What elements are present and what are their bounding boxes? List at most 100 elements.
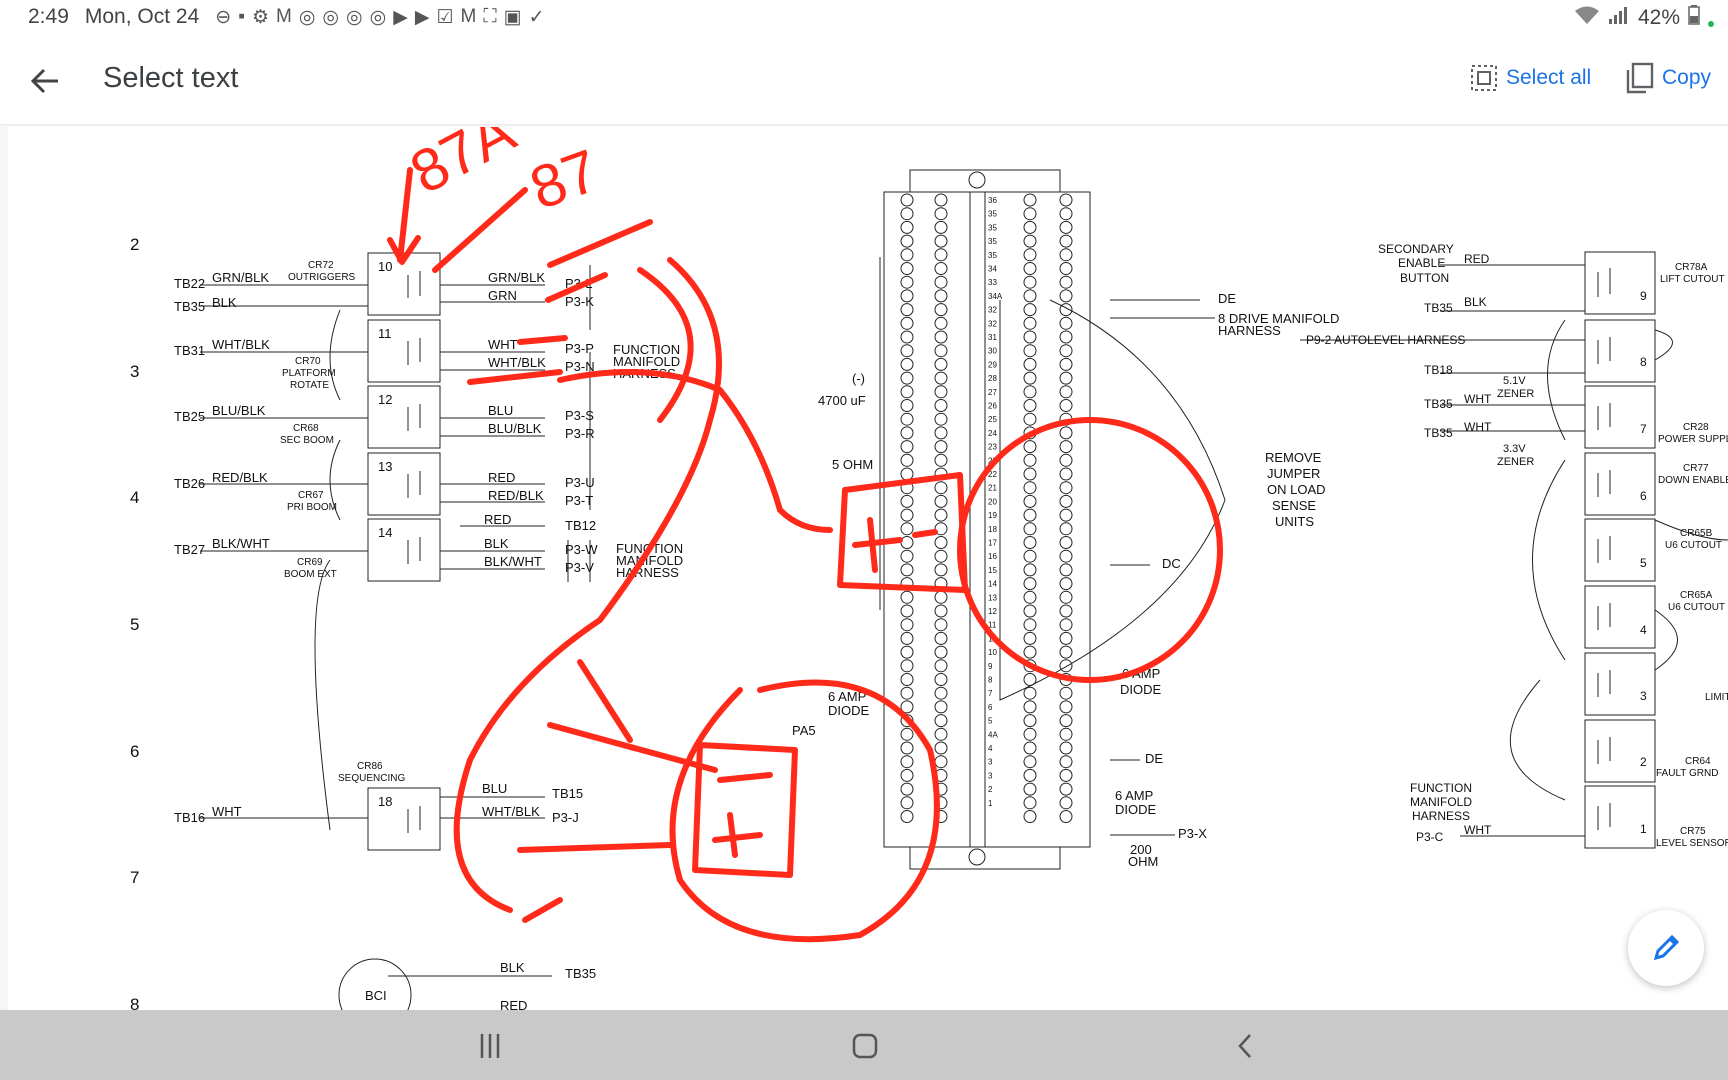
edit-fab-button[interactable]	[1628, 910, 1704, 986]
terminal-pin	[900, 289, 914, 303]
back-button[interactable]	[24, 60, 66, 102]
terminal-pin	[1059, 234, 1073, 248]
terminal-pin	[1023, 207, 1037, 221]
terminal-pin	[900, 549, 914, 563]
terminal-pin	[900, 248, 914, 262]
terminal-pin	[1059, 494, 1073, 508]
terminal-pin	[1059, 248, 1073, 262]
pin-number: 13	[988, 593, 997, 602]
terminal-pin	[1059, 316, 1073, 330]
svg-text:P3-R: P3-R	[565, 426, 595, 441]
row-number: 4	[130, 488, 139, 507]
terminal-pin	[900, 522, 914, 536]
svg-text:RED: RED	[484, 512, 511, 527]
status-time: 2:49	[28, 5, 69, 28]
terminal-pin	[900, 700, 914, 714]
terminal-pin	[1023, 618, 1037, 632]
svg-text:P3-K: P3-K	[565, 294, 594, 309]
terminal-pin	[1023, 481, 1037, 495]
svg-text:TB27: TB27	[174, 542, 205, 557]
wiring-schematic: 2 3 4 5 6 7 8	[130, 127, 1728, 1010]
terminal-pin	[900, 604, 914, 618]
home-icon	[852, 1033, 878, 1059]
pin-number: 29	[988, 360, 997, 369]
message-icon: ▪	[238, 5, 245, 27]
svg-text:CR78A: CR78A	[1675, 262, 1708, 273]
svg-text:ZENER: ZENER	[1497, 456, 1534, 468]
youtube-icon: ▶	[393, 6, 408, 28]
terminal-pin	[1023, 467, 1037, 481]
pin-number: 1	[988, 799, 993, 808]
svg-text:RED: RED	[500, 998, 527, 1010]
copy-label: Copy	[1662, 66, 1712, 89]
svg-text:10: 10	[378, 259, 392, 274]
terminal-pin	[1023, 563, 1037, 577]
terminal-pin	[900, 563, 914, 577]
terminal-pin	[900, 234, 914, 248]
terminal-pin	[1023, 220, 1037, 234]
svg-text:5 OHM: 5 OHM	[832, 457, 873, 472]
annotation-87a: 87A	[400, 127, 526, 206]
terminal-pin	[900, 303, 914, 317]
terminal-pin	[1023, 412, 1037, 426]
recents-button[interactable]	[470, 1028, 510, 1064]
copy-button[interactable]: Copy	[1626, 62, 1711, 94]
svg-text:FUNCTION: FUNCTION	[613, 342, 680, 357]
svg-text:13: 13	[378, 459, 392, 474]
svg-text:DE: DE	[1145, 751, 1163, 766]
terminal-pin	[1059, 604, 1073, 618]
home-button[interactable]	[845, 1028, 885, 1064]
terminal-pin	[934, 316, 948, 330]
arrow-left-icon	[30, 68, 58, 94]
terminal-circles	[900, 193, 1073, 823]
terminal-pin	[900, 727, 914, 741]
svg-text:2: 2	[1640, 755, 1647, 769]
terminal-pin	[1023, 289, 1037, 303]
terminal-pin	[934, 755, 948, 769]
pin-number: 3	[988, 758, 993, 767]
chrome-icon: ◎	[369, 6, 387, 28]
svg-text:LIFT CUTOUT: LIFT CUTOUT	[1660, 274, 1725, 285]
terminal-pin	[934, 659, 948, 673]
terminal-pin	[1023, 645, 1037, 659]
chrome-icon: ◎	[322, 6, 339, 28]
document-viewer[interactable]: 2 3 4 5 6 7 8	[0, 125, 1728, 1010]
svg-text:6 AMP: 6 AMP	[828, 689, 866, 704]
svg-text:RED: RED	[1464, 252, 1490, 266]
terminal-pin	[1023, 810, 1037, 823]
terminal-pin	[1023, 686, 1037, 700]
back-nav-button[interactable]	[1225, 1028, 1265, 1064]
signal-icon	[1608, 5, 1630, 31]
svg-text:TB12: TB12	[565, 518, 596, 533]
svg-text:18: 18	[378, 794, 392, 809]
svg-text:RED/BLK: RED/BLK	[212, 470, 268, 485]
terminal-pin	[1059, 796, 1073, 810]
pin-number: 22	[988, 470, 997, 479]
svg-text:WHT: WHT	[1464, 392, 1492, 406]
terminal-pin	[1023, 768, 1037, 782]
terminal-pin	[1023, 604, 1037, 618]
svg-text:WHT: WHT	[488, 337, 518, 352]
terminal-pin	[900, 618, 914, 632]
status-date: Mon, Oct 24	[84, 5, 200, 28]
pencil-icon	[1653, 934, 1680, 961]
terminal-pin	[1059, 768, 1073, 782]
svg-text:SENSE: SENSE	[1272, 498, 1316, 513]
pin-number: 26	[988, 402, 997, 411]
annotation-87: 87	[522, 136, 608, 222]
select-all-button[interactable]: Select all	[1470, 64, 1591, 92]
terminal-pin	[900, 741, 914, 755]
svg-text:DIODE: DIODE	[1115, 802, 1157, 817]
terminal-pin	[934, 220, 948, 234]
navigation-bar	[0, 1010, 1728, 1080]
svg-text:CR65B: CR65B	[1680, 528, 1713, 539]
terminal-pin	[934, 399, 948, 412]
terminal-pin	[1059, 467, 1073, 481]
terminal-pin	[1023, 522, 1037, 536]
svg-text:REMOVE: REMOVE	[1265, 450, 1322, 465]
status-bar: 2:49 Mon, Oct 24 ⊖▪⚙M◎◎◎◎▶▶☑M⛶▣✓ 42%	[0, 0, 1728, 36]
svg-text:CR70: CR70	[295, 356, 321, 367]
terminal-pin	[1023, 399, 1037, 412]
terminal-pin	[1059, 440, 1073, 454]
terminal-pin	[1023, 262, 1037, 275]
